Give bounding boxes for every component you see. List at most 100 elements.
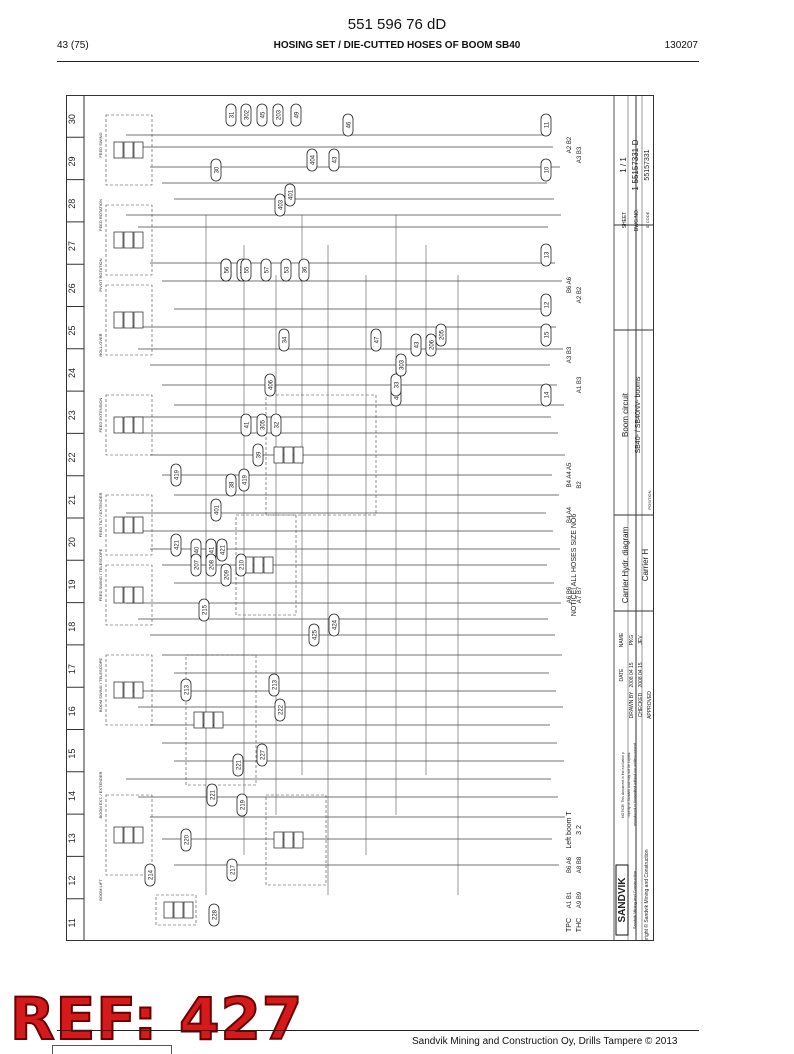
hose-number: 13 bbox=[540, 243, 552, 267]
bubble-shape bbox=[235, 553, 247, 577]
drawing-title-2: Carrier H bbox=[641, 549, 650, 582]
bubble-shape bbox=[264, 373, 276, 397]
bubble-number: 406 bbox=[269, 379, 275, 390]
bubble-shape bbox=[284, 183, 296, 207]
bubble-number: 10 bbox=[545, 166, 551, 173]
ref-stamp: REF: 427 bbox=[9, 984, 304, 1054]
valve-cell bbox=[293, 831, 304, 849]
valve-cell bbox=[203, 711, 214, 729]
hose-number: 36 bbox=[298, 258, 310, 282]
port-label: A7 B7 bbox=[577, 586, 583, 603]
bubble-shape bbox=[268, 673, 280, 697]
bubble-shape bbox=[252, 443, 264, 467]
hose-bubbles: 2282172192132132154214193940634412411403… bbox=[144, 103, 552, 927]
component-housing bbox=[105, 794, 153, 876]
hose-number: 421 bbox=[216, 538, 228, 562]
footer-rule bbox=[57, 1030, 699, 1031]
left-boom-label: Left boom T bbox=[566, 811, 573, 849]
bubble-number: 401 bbox=[215, 504, 221, 515]
port-label: B6 A6 bbox=[567, 276, 573, 293]
sandvik-logo-box bbox=[615, 864, 629, 936]
bubble-shape bbox=[205, 553, 217, 577]
zone-label: 23 bbox=[67, 410, 77, 420]
port-label: B6 A6 bbox=[567, 856, 573, 873]
title-part2: DIE-CUTTED HOSES OF BOOM SB40 bbox=[343, 40, 521, 51]
drawn-label: DRAWN BY bbox=[629, 691, 635, 718]
copyright-note: Copyright © Sandvik Mining and Construct… bbox=[643, 849, 650, 941]
valve-cell bbox=[133, 826, 144, 844]
hose-number: 213 bbox=[268, 673, 280, 697]
hose-number: 53 bbox=[280, 258, 292, 282]
hose-number: 401 bbox=[210, 498, 222, 522]
valve-cell bbox=[253, 556, 264, 574]
component-housing bbox=[105, 114, 153, 186]
bubble-number: 404 bbox=[311, 154, 317, 165]
valve-cell bbox=[123, 141, 134, 159]
bubble-shape bbox=[208, 903, 220, 927]
valve-cell bbox=[133, 311, 144, 329]
hose-number: 215 bbox=[198, 598, 210, 622]
valve-cell bbox=[183, 901, 194, 919]
hose-number: 47 bbox=[370, 328, 382, 352]
zone-label: 29 bbox=[67, 156, 77, 166]
bubble-number: 11 bbox=[545, 121, 551, 128]
hose-number: 203 bbox=[272, 103, 284, 127]
port-label: B4 A4 A5 bbox=[567, 462, 573, 487]
valve-cell bbox=[213, 711, 224, 729]
bubble-shape bbox=[216, 538, 228, 562]
hose-number: 228 bbox=[208, 903, 220, 927]
zone-label: 30 bbox=[67, 114, 77, 124]
bubble-shape bbox=[256, 413, 268, 437]
row-label-thc: THC bbox=[576, 918, 583, 932]
valve-cell bbox=[123, 311, 134, 329]
component-label: BOOM EXT. / EXTENDER bbox=[98, 771, 103, 818]
hose-number: 419 bbox=[170, 463, 182, 487]
legal-note-2: roperty of Sandvik and may not be copied bbox=[627, 753, 631, 818]
bubble-shape bbox=[238, 468, 250, 492]
bubble-number: 33 bbox=[395, 381, 401, 388]
drawn-name: PKG bbox=[629, 635, 635, 646]
bubble-number: 206 bbox=[430, 339, 436, 350]
hose-number: 31 bbox=[225, 103, 237, 127]
hose-number: 404 bbox=[306, 148, 318, 172]
component-label: PIVOT ROTATION bbox=[98, 258, 103, 291]
bubble-shape bbox=[540, 158, 552, 182]
zone-label: 20 bbox=[67, 537, 77, 547]
bubble-shape bbox=[225, 473, 237, 497]
bubble-number: 31 bbox=[230, 111, 236, 118]
bubble-number: 419 bbox=[243, 474, 249, 485]
bubble-shape bbox=[206, 783, 218, 807]
title-separator: / bbox=[335, 40, 344, 51]
company-sub: Sandvik Mining and Construction bbox=[632, 871, 637, 929]
zone-label: 12 bbox=[67, 876, 77, 886]
bubble-number: 421 bbox=[221, 544, 227, 555]
hose-number: 221 bbox=[232, 753, 244, 777]
bubble-number: 57 bbox=[265, 266, 271, 273]
zone-label: 11 bbox=[67, 918, 77, 927]
bubble-shape bbox=[236, 793, 248, 817]
valve-cell bbox=[173, 901, 184, 919]
bubble-shape bbox=[210, 158, 222, 182]
bubble-number: 45 bbox=[261, 111, 267, 118]
bubble-shape bbox=[540, 243, 552, 267]
component-label: FEED SWING / TELESCOPE bbox=[98, 548, 103, 601]
component-label: BOOM LIFT bbox=[98, 879, 103, 901]
bubble-shape bbox=[232, 753, 244, 777]
bubble-shape bbox=[540, 113, 552, 137]
component-label: ROLL-OVER bbox=[98, 333, 103, 356]
bubble-number: 41 bbox=[210, 546, 216, 553]
bubble-number: 217 bbox=[231, 864, 237, 875]
bubble-shape bbox=[240, 103, 252, 127]
component-label: BOOM SWING / TELESCOPE bbox=[98, 658, 103, 712]
bubble-shape bbox=[240, 413, 252, 437]
component-housing bbox=[105, 284, 153, 356]
bubble-number: 215 bbox=[203, 604, 209, 615]
port-label: A3 B3 bbox=[567, 346, 573, 363]
bubble-shape bbox=[240, 258, 252, 282]
bubble-number: 46 bbox=[347, 121, 353, 128]
hose-number: 55 bbox=[240, 258, 252, 282]
bubble-number: 41 bbox=[245, 421, 251, 428]
component-housing bbox=[155, 894, 197, 926]
bubble-shape bbox=[435, 323, 447, 347]
bubble-shape bbox=[274, 698, 286, 722]
